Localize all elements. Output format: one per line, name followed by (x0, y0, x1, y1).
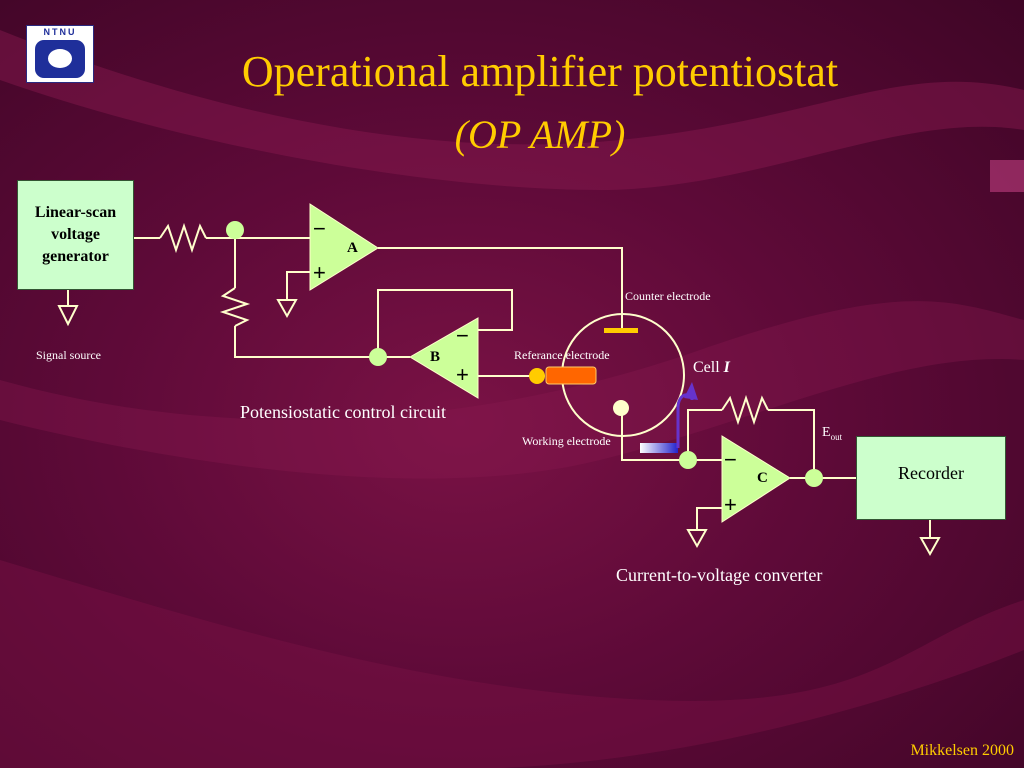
reference-electrode-label: Referance electrode (514, 348, 610, 362)
junction-node (805, 469, 823, 487)
converter-label: Current-to-voltage converter (616, 565, 823, 585)
ground-icon (686, 529, 708, 549)
page-title: Operational amplifier potentiostat (241, 47, 839, 96)
op-amp-b-minus: − (456, 323, 469, 348)
e-out-text: E (822, 425, 831, 440)
current-arrow-icon (676, 393, 694, 448)
current-arrowhead-icon (684, 382, 698, 400)
logo-emblem-icon (35, 40, 85, 78)
junction-node (679, 451, 697, 469)
e-out-label: Eout (822, 425, 842, 442)
e-out-subscript: out (830, 431, 843, 442)
reference-electrode-bar (545, 366, 597, 385)
logo-text: NTNU (43, 27, 77, 37)
footer-credit: Mikkelsen 2000 (910, 742, 1014, 759)
ground-icon (276, 299, 298, 319)
op-amp-c-minus: − (724, 447, 737, 472)
wire-c-plus (696, 507, 722, 530)
wire-to-b-out (234, 326, 410, 358)
op-amp-a (309, 203, 379, 291)
control-circuit-label: Potensiostatic control circuit (240, 402, 446, 422)
op-amp-a-plus: + (313, 260, 326, 285)
wire-a-out (378, 247, 623, 330)
junction-node (226, 221, 244, 239)
op-amp-c-label: C (757, 470, 768, 486)
op-amp-b (409, 317, 479, 399)
op-amp-c (721, 435, 791, 523)
linear-scan-generator-block: Linear-scan voltage generator (17, 180, 134, 290)
ground-icon (57, 305, 79, 327)
working-electrode-bar (640, 443, 678, 453)
reference-node (529, 368, 545, 384)
page-subtitle: (OP AMP) (454, 112, 626, 157)
working-electrode-node (613, 400, 629, 416)
junction-node (369, 348, 387, 366)
signal-source-label: Signal source (36, 348, 101, 362)
cell-label: Cell I (693, 359, 730, 377)
working-electrode-label: Working electrode (522, 434, 611, 448)
recorder-block: Recorder (856, 436, 1006, 520)
converter-resistor (721, 394, 769, 426)
op-amp-b-plus: + (456, 362, 469, 387)
cell-text: Cell (693, 359, 720, 376)
feedback-resistor (219, 287, 251, 327)
counter-electrode-label: Counter electrode (625, 289, 711, 303)
op-amp-a-minus: − (313, 216, 326, 241)
op-amp-c-plus: + (724, 492, 737, 517)
op-amp-a-label: A (347, 240, 358, 256)
op-amp-b-label: B (430, 349, 441, 365)
ntnu-logo: NTNU (26, 25, 94, 83)
wire-a-plus (286, 271, 310, 300)
ground-icon (919, 537, 941, 557)
wire-c-feedback-right (768, 409, 815, 478)
wire-c-feedback (687, 409, 722, 460)
input-resistor (159, 222, 207, 254)
counter-electrode-plate (604, 328, 638, 333)
wire-b-feedback (377, 289, 513, 357)
cell-current-symbol: I (723, 359, 730, 376)
